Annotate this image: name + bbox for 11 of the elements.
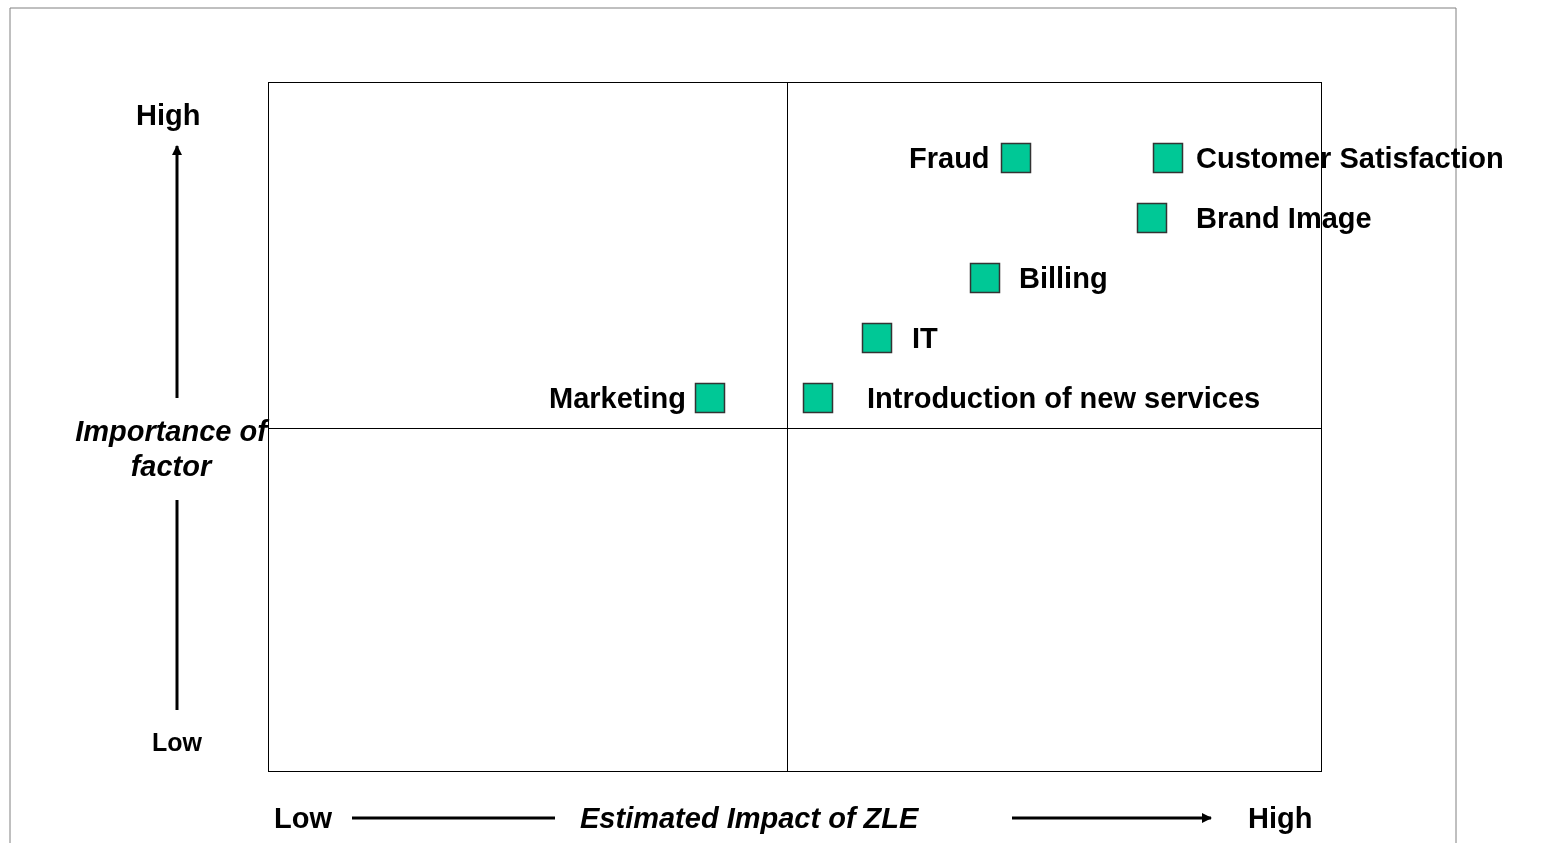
- axis-title: Estimated Impact of ZLE: [580, 800, 919, 836]
- point-label: IT: [912, 320, 938, 356]
- axis-label: Low: [274, 800, 332, 836]
- point-label: Billing: [1019, 260, 1108, 296]
- point-label: Introduction of new services: [867, 380, 1261, 416]
- axis-label: High: [136, 97, 201, 133]
- axis-label: Low: [152, 727, 202, 757]
- point-label: Fraud: [909, 140, 990, 176]
- axis-title: Importance of factor: [71, 414, 271, 484]
- point-label: Marketing: [549, 380, 686, 416]
- axis-label: High: [1248, 800, 1313, 836]
